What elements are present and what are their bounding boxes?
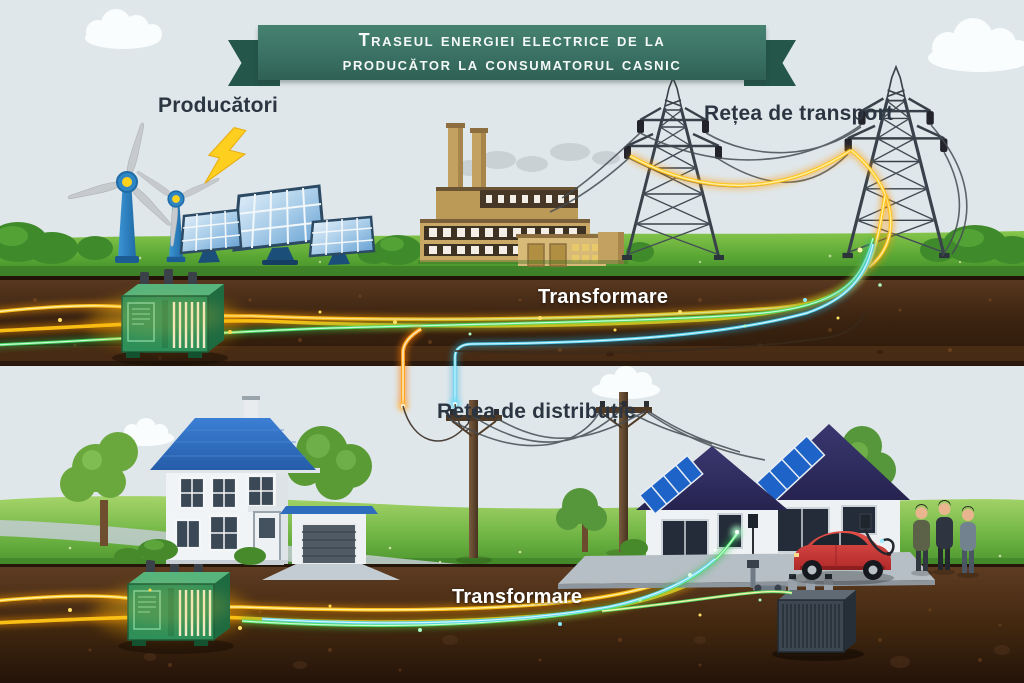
service-box [748, 514, 758, 528]
label-distribution-network: Rețea de distribuție [437, 400, 636, 423]
underground-transformer-top [87, 267, 243, 368]
cloud [85, 9, 1024, 446]
lightning-bolt-icon [204, 127, 247, 184]
house-roof [150, 418, 316, 470]
house-windows [174, 474, 276, 552]
garage [262, 506, 400, 580]
energy-sparkles [68, 548, 762, 632]
energy-stream-distribution-green [68, 526, 794, 632]
service-cable-drops [398, 329, 473, 442]
distribution-pole-left [446, 400, 502, 564]
label-producers: Producători [158, 94, 279, 117]
bushes [0, 222, 1024, 265]
solar-panel-left [179, 208, 243, 263]
family-house [146, 396, 320, 565]
person [936, 500, 953, 570]
chimney [244, 398, 258, 424]
bush [620, 539, 648, 557]
underground-transformer-bottom [110, 555, 236, 656]
label-transport-network: Rețea de transport [704, 102, 894, 125]
distribution-transformer [747, 560, 864, 661]
solar-panel-right [308, 215, 376, 265]
pavement-edge [558, 580, 935, 589]
title-ribbon: Traseul energiei electrice de la producă… [228, 22, 796, 100]
label-transformation-top: Transformare [538, 286, 669, 308]
ev-charger [859, 513, 872, 530]
roof-solar-panels [638, 454, 704, 515]
wind-turbine-small [136, 171, 220, 263]
soil-texture [38, 598, 1010, 672]
wind-turbine-large [67, 122, 171, 263]
title-line-2: producător la consumatorul casnic [342, 53, 682, 74]
ribbon-band: Traseul energiei electrice de la producă… [258, 25, 766, 80]
electric-car [790, 528, 895, 585]
charging-cable [863, 528, 895, 555]
title-line-1: Traseul energiei electrice de la [358, 30, 666, 51]
overhead-distribution-lines [449, 408, 766, 461]
person [960, 506, 976, 573]
front-bushes [114, 539, 266, 565]
people-group [911, 500, 979, 578]
driveway [262, 564, 400, 580]
factory [418, 123, 628, 267]
person [913, 504, 930, 571]
label-transformation-bottom: Transformare [452, 586, 583, 608]
